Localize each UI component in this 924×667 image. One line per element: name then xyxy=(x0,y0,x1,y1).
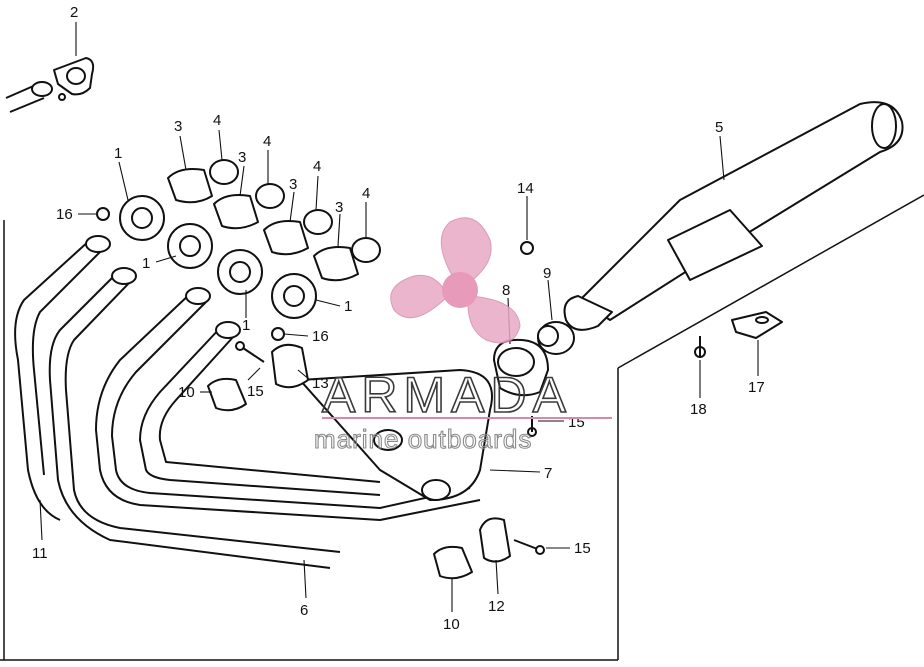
bolt-15-right xyxy=(513,539,545,555)
callout-labels: 2 3 4 3 4 3 4 3 4 1 1 1 1 16 16 5 14 9 8… xyxy=(32,4,765,633)
exhaust-collector xyxy=(299,369,493,501)
callout-4: 4 xyxy=(362,185,370,202)
callout-3: 3 xyxy=(238,149,246,166)
callout-2: 2 xyxy=(70,4,78,21)
exhaust-rings xyxy=(209,159,381,263)
leader-lines xyxy=(39,22,759,612)
bolt-18 xyxy=(694,336,706,358)
exhaust-header-pipes xyxy=(14,235,481,569)
exhaust-pipe-joint-flange xyxy=(5,57,95,113)
watermark-brand: ARMADA xyxy=(322,367,572,423)
exhaust-collars xyxy=(167,168,359,282)
bolt-15-left xyxy=(235,341,265,363)
callout-14: 14 xyxy=(517,180,534,197)
callout-15: 15 xyxy=(574,540,591,557)
callout-3: 3 xyxy=(289,176,297,193)
muffler-band-clamp xyxy=(493,338,549,397)
gasket-10-left xyxy=(207,377,247,412)
callout-15: 15 xyxy=(247,383,264,400)
exhaust-port-gaskets xyxy=(119,195,317,319)
callout-17: 17 xyxy=(748,379,765,396)
callout-4: 4 xyxy=(213,112,221,129)
callout-3: 3 xyxy=(174,118,182,135)
callout-11: 11 xyxy=(32,545,48,562)
nut-14 xyxy=(520,241,534,255)
band-clamp-12 xyxy=(479,517,511,563)
callout-1: 1 xyxy=(344,298,352,315)
callout-4: 4 xyxy=(313,158,321,175)
callout-18: 18 xyxy=(690,401,707,418)
callout-16: 16 xyxy=(56,206,73,223)
callout-16: 16 xyxy=(312,328,329,345)
callout-12: 12 xyxy=(488,598,505,615)
rubber-mount-17 xyxy=(731,311,783,339)
callout-4: 4 xyxy=(263,133,271,150)
band-clamp-13 xyxy=(271,343,309,389)
watermark: ARMADA marine outboards xyxy=(313,217,612,455)
callout-6: 6 xyxy=(300,602,308,619)
callout-10: 10 xyxy=(178,384,195,401)
callout-9: 9 xyxy=(543,265,551,282)
watermark-tagline: marine outboards xyxy=(314,424,532,454)
callout-13: 13 xyxy=(312,375,329,392)
callout-1: 1 xyxy=(142,255,150,272)
propeller-logo-icon xyxy=(390,217,521,344)
callout-8: 8 xyxy=(502,282,510,299)
gasket-10-right xyxy=(433,545,473,580)
callout-5: 5 xyxy=(715,119,723,136)
callout-10: 10 xyxy=(443,616,460,633)
diagram-frame xyxy=(0,194,924,661)
callout-1: 1 xyxy=(114,145,122,162)
callout-3: 3 xyxy=(335,199,343,216)
muffler xyxy=(563,101,904,331)
callout-1: 1 xyxy=(242,317,250,334)
callout-7: 7 xyxy=(544,465,552,482)
muffler-joint-gasket xyxy=(537,321,575,355)
